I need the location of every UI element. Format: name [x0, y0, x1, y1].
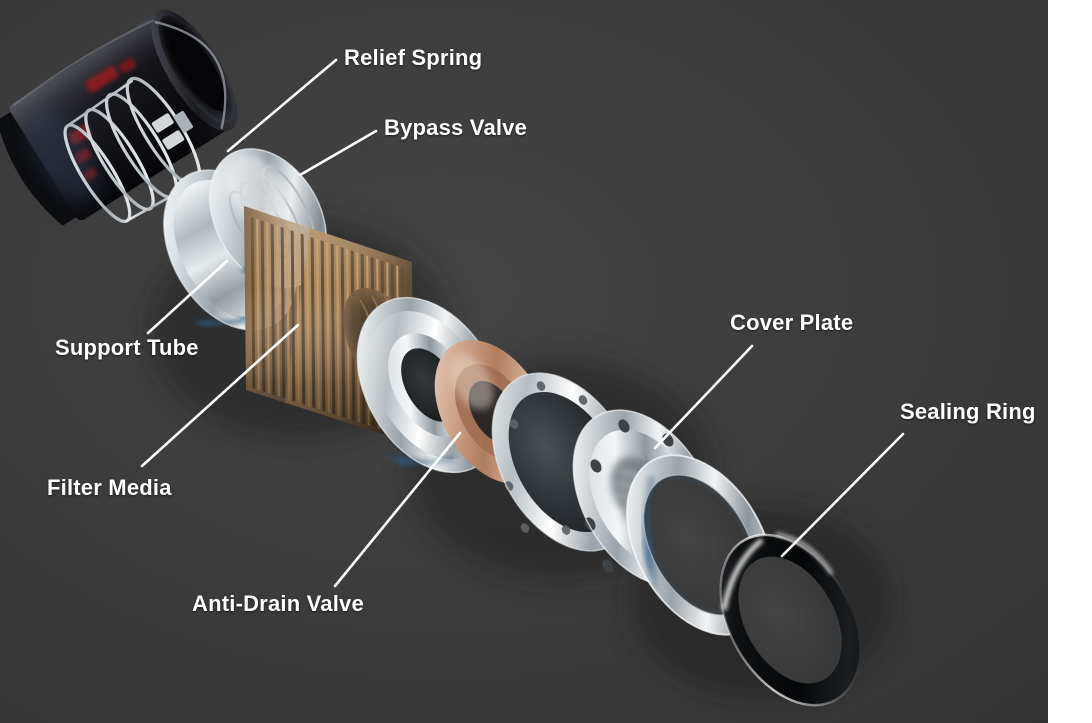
- diagram-artwork: [0, 0, 1048, 723]
- callout-label-anti-drain-valve: Anti-Drain Valve: [192, 591, 364, 616]
- filter-housing-canister: [0, 9, 238, 226]
- callout-label-cover-plate: Cover Plate: [730, 310, 854, 335]
- callout-label-support-tube: Support Tube: [55, 335, 199, 360]
- leader-line-sealing-ring: [780, 432, 905, 558]
- leader-line-support-tube: [146, 259, 229, 335]
- callout-leader-lines: [140, 58, 905, 588]
- leader-line-anti-drain-valve: [333, 431, 462, 588]
- callout-label-relief-spring: Relief Spring: [344, 45, 483, 70]
- leader-line-filter-media: [140, 323, 300, 468]
- sealing-ring: [719, 532, 861, 707]
- callout-label-bypass-valve: Bypass Valve: [384, 115, 528, 140]
- leader-line-relief-spring: [226, 58, 338, 153]
- leader-line-bypass-valve: [298, 129, 378, 177]
- leader-line-cover-plate: [653, 344, 754, 450]
- callout-label-filter-media: Filter Media: [47, 475, 172, 500]
- callout-label-sealing-ring: Sealing Ring: [900, 399, 1036, 424]
